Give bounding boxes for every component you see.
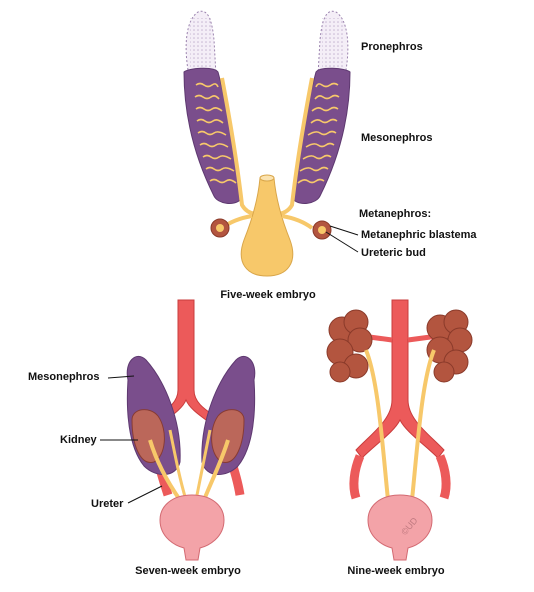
label-kidney-7wk: Kidney [60,434,97,446]
kidney-left-7wk [131,409,165,463]
kidney-right-7wk [211,409,245,463]
caption-five-week: Five-week embryo [220,289,316,301]
caption-seven-week: Seven-week embryo [135,565,241,577]
bladder-7wk [159,494,225,561]
cloaca [240,177,294,277]
seven-week-diagram [100,299,256,561]
mesonephric-tubules-right [297,82,340,184]
kidney-right-9wk [426,309,473,383]
label-ureter-7wk: Ureter [91,498,124,510]
label-ureteric-bud: Ureteric bud [361,247,426,259]
mesonephric-tubules-left [194,82,237,184]
aorta-9wk [355,299,445,459]
kidney-left-9wk [326,309,373,383]
label-metanephros: Metanephros: [359,208,432,220]
label-mesonephros: Mesonephros [361,132,433,144]
label-metanephric-blastema: Metanephric blastema [361,229,477,241]
label-pronephros: Pronephros [361,41,423,53]
nine-week-diagram [326,299,473,561]
five-week-diagram [183,10,359,277]
bladder-9wk [367,494,433,561]
label-mesonephros-7wk: Mesonephros [28,371,100,383]
caption-nine-week: Nine-week embryo [347,565,445,577]
